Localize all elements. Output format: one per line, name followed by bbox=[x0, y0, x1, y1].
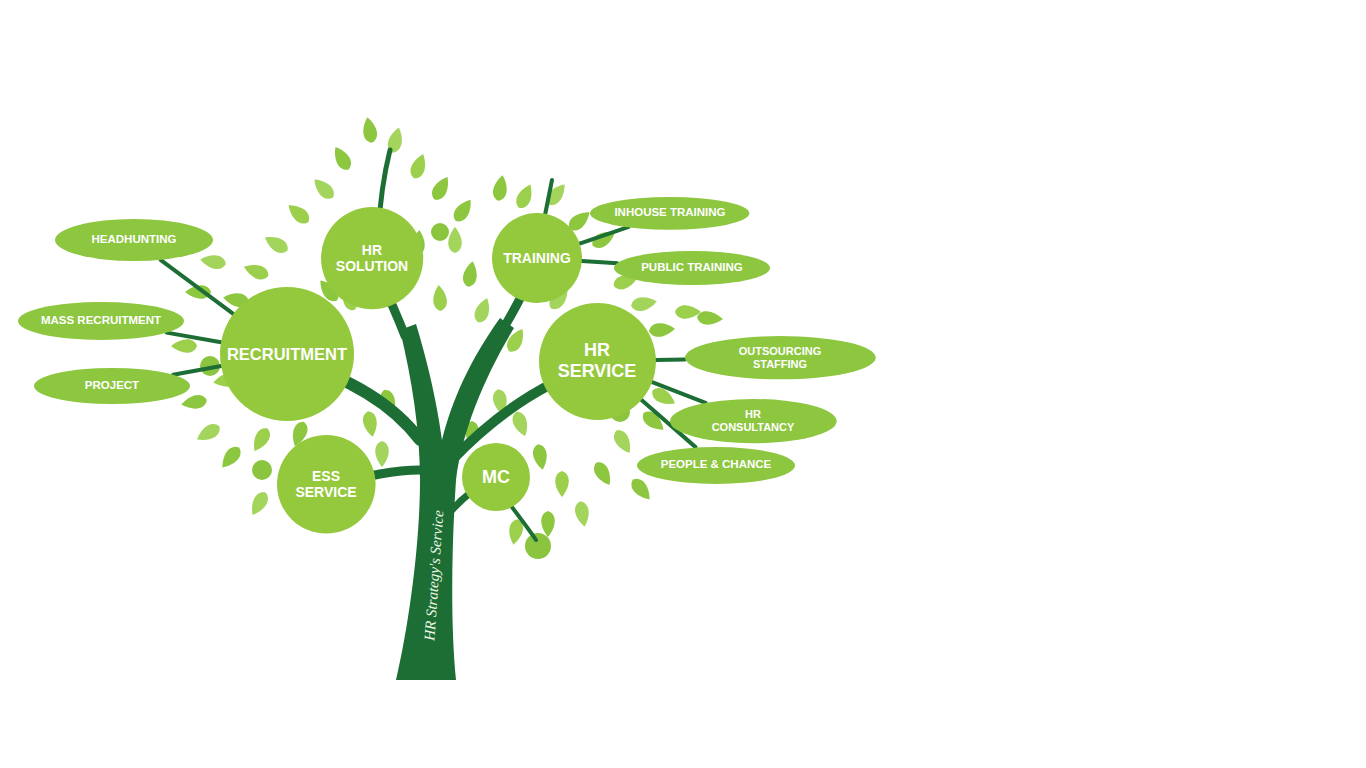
node-body: MASS RECRUITMENT bbox=[18, 302, 184, 340]
service-oval: PEOPLE & CHANCE bbox=[637, 447, 795, 484]
branch-line bbox=[655, 358, 684, 362]
node-text: INHOUSE TRAINING bbox=[614, 206, 725, 219]
service-circle: MC bbox=[462, 443, 530, 511]
service-oval: MASS RECRUITMENT bbox=[18, 302, 184, 340]
node-body: OUTSOURCING STAFFING bbox=[685, 336, 876, 379]
node-body: PEOPLE & CHANCE bbox=[637, 447, 795, 484]
service-circle: RECRUITMENT bbox=[220, 287, 354, 421]
node-text: RECRUITMENT bbox=[227, 345, 347, 364]
trunk-label: HR Strategy's Service bbox=[422, 509, 446, 640]
node-text: PROJECT bbox=[85, 379, 139, 392]
branch-line bbox=[167, 333, 221, 343]
node-body: ESS SERVICE bbox=[277, 435, 376, 534]
branch-line bbox=[580, 227, 629, 244]
node-body: INHOUSE TRAINING bbox=[590, 197, 749, 230]
branch-line bbox=[173, 366, 221, 375]
service-circle: HR SERVICE bbox=[539, 303, 656, 420]
node-body: HR SERVICE bbox=[539, 303, 656, 420]
node-text: ESS SERVICE bbox=[286, 468, 366, 500]
node-text: MASS RECRUITMENT bbox=[41, 314, 161, 327]
branch-line bbox=[582, 261, 617, 263]
node-body: HR CONSULTANCY bbox=[670, 399, 837, 443]
node-text: HR SERVICE bbox=[549, 340, 645, 381]
node-text: PEOPLE & CHANCE bbox=[661, 458, 772, 471]
node-text: TRAINING bbox=[503, 250, 571, 266]
node-body: HEADHUNTING bbox=[55, 219, 213, 261]
node-text: HR SOLUTION bbox=[330, 242, 414, 274]
service-oval: HEADHUNTING bbox=[55, 219, 213, 261]
node-body: MC bbox=[462, 443, 530, 511]
service-oval: HR CONSULTANCY bbox=[670, 399, 837, 443]
branch-line bbox=[161, 260, 234, 314]
node-text: MC bbox=[482, 467, 510, 488]
node-body: PUBLIC TRAINING bbox=[614, 251, 770, 285]
service-circle: TRAINING bbox=[492, 213, 582, 303]
node-text: HEADHUNTING bbox=[92, 233, 177, 246]
service-circle: HR SOLUTION bbox=[321, 207, 423, 309]
node-body: RECRUITMENT bbox=[220, 287, 354, 421]
branch-line bbox=[652, 382, 706, 403]
node-text: OUTSOURCING STAFFING bbox=[724, 345, 836, 370]
node-body: HR SOLUTION bbox=[321, 207, 423, 309]
service-oval: PROJECT bbox=[34, 368, 190, 404]
service-oval: OUTSOURCING STAFFING bbox=[685, 336, 876, 379]
service-oval: INHOUSE TRAINING bbox=[590, 197, 749, 230]
node-text: PUBLIC TRAINING bbox=[641, 261, 743, 274]
service-oval: PUBLIC TRAINING bbox=[614, 251, 770, 285]
node-body: TRAINING bbox=[492, 213, 582, 303]
node-body: PROJECT bbox=[34, 368, 190, 404]
node-text: HR CONSULTANCY bbox=[703, 408, 803, 433]
service-circle: ESS SERVICE bbox=[277, 435, 376, 534]
